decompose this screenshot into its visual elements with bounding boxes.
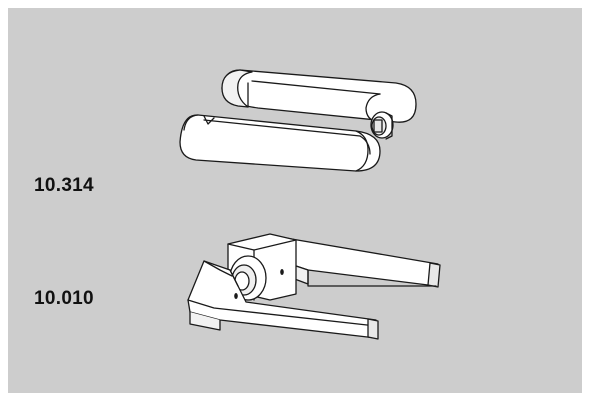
product-code-label: 10.314 [34, 175, 94, 196]
product-panel: 10.314 10.010 [8, 8, 582, 393]
square-lever-handle-pair-icon [187, 233, 441, 340]
product-code-label: 10.010 [34, 288, 94, 309]
oval-lever-handle-pair-icon [179, 69, 417, 172]
